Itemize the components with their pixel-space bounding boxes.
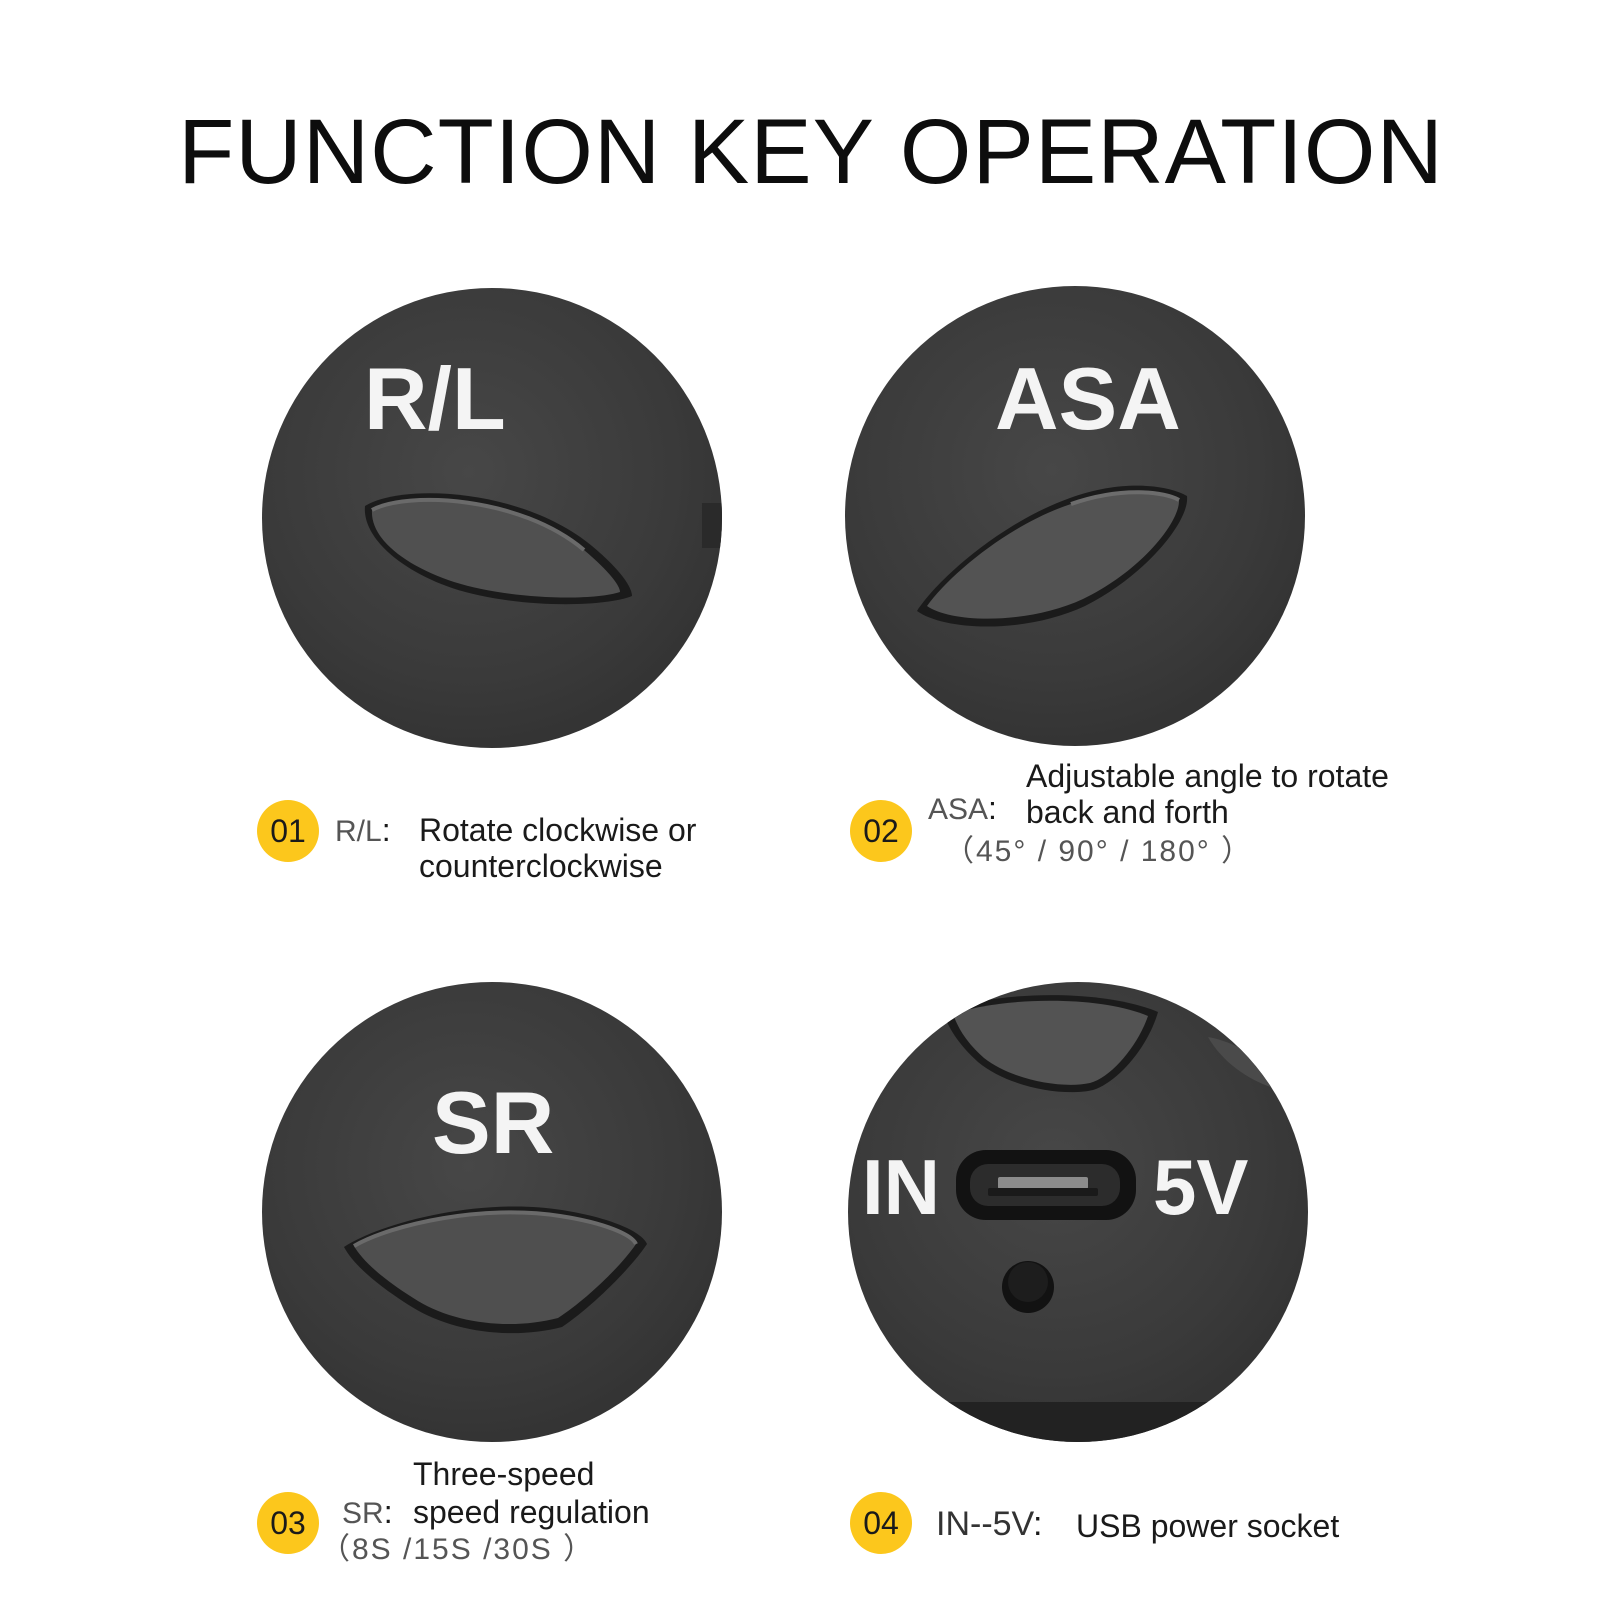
- key-separator: :: [383, 1494, 393, 1530]
- page-title: FUNCTION KEY OPERATION: [178, 101, 1444, 203]
- item-04-key: IN--5V:: [936, 1506, 1042, 1542]
- sr-button-photo: SR: [262, 982, 722, 1442]
- item-02-desc-line-1: Adjustable angle to rotate: [1026, 758, 1389, 794]
- key-name-rl: R/L: [335, 815, 382, 848]
- item-01-desc-line-2: counterclockwise: [419, 848, 663, 884]
- key-name-in-5v: IN--5V: [936, 1505, 1033, 1543]
- sr-button-shape: [344, 1206, 647, 1334]
- tile-label-in: IN: [862, 1143, 940, 1231]
- badge-03: 03: [257, 1492, 319, 1554]
- asa-button-shape: [917, 485, 1188, 627]
- item-04-desc-line-1: USB power socket: [1076, 1508, 1340, 1544]
- item-03-speed-options: （8S /15S /30S ）: [320, 1533, 596, 1566]
- item-03-key: SR:: [342, 1494, 393, 1532]
- key-separator: :: [1032, 1505, 1043, 1543]
- rl-button-photo: R/L: [262, 288, 722, 748]
- badge-02: 02: [850, 800, 912, 862]
- item-01-key: R/L:: [335, 812, 391, 850]
- item-03-desc-line-1: speed regulation: [413, 1494, 650, 1530]
- item-01-desc-line-1: Rotate clockwise or: [419, 812, 697, 848]
- badge-01: 01: [257, 800, 319, 862]
- tile-label-rl: R/L: [364, 349, 506, 448]
- item-02-angle-options: （45° / 90° / 180° ）: [944, 835, 1254, 868]
- usb-port-photo: IN 5V: [848, 982, 1308, 1442]
- key-name-asa: ASA: [928, 793, 989, 826]
- item-03-pre: Three-speed: [413, 1456, 595, 1492]
- usb-port-shape: [848, 995, 1308, 1442]
- rl-button-shape: [364, 493, 722, 605]
- key-name-sr: SR: [342, 1497, 384, 1530]
- badge-04: 04: [850, 1492, 912, 1554]
- key-separator: :: [381, 812, 391, 848]
- tile-label-sr: SR: [432, 1073, 555, 1172]
- key-separator: :: [988, 790, 997, 826]
- tile-label-asa: ASA: [995, 349, 1181, 448]
- tile-label-5v: 5V: [1153, 1143, 1249, 1231]
- item-02-desc-line-2: back and forth: [1026, 794, 1229, 830]
- item-02-key: ASA:: [928, 790, 997, 828]
- asa-button-photo: ASA: [845, 286, 1305, 746]
